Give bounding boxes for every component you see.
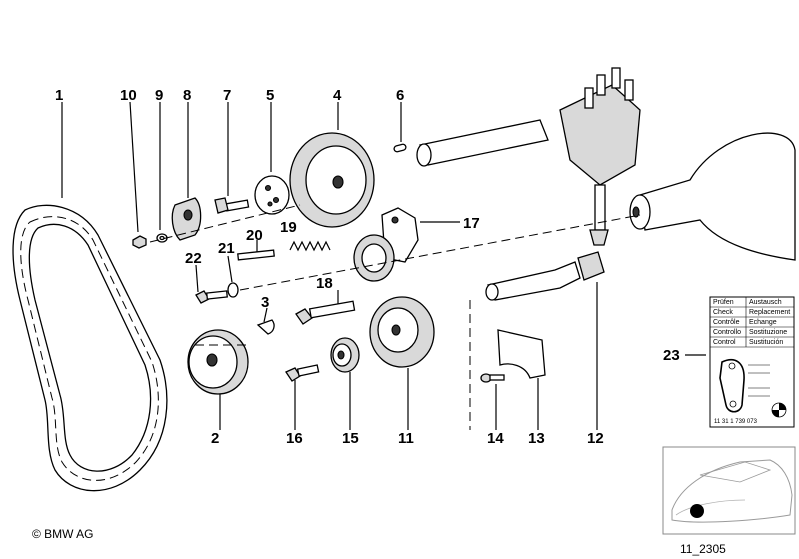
tensioner-pulley[interactable] [369, 296, 435, 368]
card-row-4-right: Sostituzione [749, 329, 787, 336]
card-row-2-right: Replacement [749, 309, 790, 316]
vehicle-thumbnail[interactable] [662, 446, 796, 535]
label-15: 15 [342, 430, 359, 447]
card-part-code: 11 31 1 739 073 [714, 419, 758, 425]
guide-pin[interactable] [237, 249, 275, 261]
woodruff-key[interactable] [256, 319, 275, 335]
figure-id: 11_2305 [680, 542, 726, 556]
label-9: 9 [155, 87, 163, 104]
label-23: 23 [663, 347, 680, 364]
leader-lines [61, 101, 706, 430]
distributor [559, 67, 641, 246]
label-19: 19 [280, 219, 297, 236]
copyright-text: © BMW AG [32, 527, 94, 541]
label-16: 16 [286, 430, 303, 447]
label-7: 7 [223, 87, 231, 104]
card-row-1-right: Austausch [749, 299, 782, 306]
location-marker-icon [690, 504, 704, 518]
part-labels: 1 2 3 4 5 6 7 8 9 10 11 12 13 14 15 16 1… [55, 87, 680, 447]
dowel-pin-upper[interactable] [393, 143, 407, 153]
label-11: 11 [398, 430, 414, 447]
tensioner-spring[interactable] [289, 240, 331, 252]
label-1: 1 [55, 87, 63, 104]
card-row-3-left: Contrôle [713, 319, 740, 326]
washer-9[interactable] [156, 233, 168, 243]
label-21: 21 [218, 240, 235, 257]
hex-bolt-18[interactable] [295, 300, 356, 325]
tensioner-bracket[interactable] [353, 207, 419, 282]
card-row-3-right: Echange [749, 319, 777, 326]
label-12: 12 [587, 430, 604, 447]
label-2: 2 [211, 430, 219, 447]
timing-belt[interactable] [12, 204, 168, 492]
hex-bolt-16[interactable] [285, 364, 320, 382]
camshaft-sprocket[interactable] [289, 132, 375, 228]
cover-plate[interactable] [497, 329, 546, 379]
label-14: 14 [487, 430, 504, 447]
label-6: 6 [396, 87, 404, 104]
spacer-washer[interactable] [330, 337, 360, 373]
label-8: 8 [183, 87, 191, 104]
label-10: 10 [120, 87, 137, 104]
label-20: 20 [246, 227, 263, 244]
service-label-card[interactable]: Prüfen Austausch Check Replacement Contr… [709, 296, 795, 428]
label-18: 18 [316, 275, 333, 292]
card-row-5-left: Control [713, 339, 736, 346]
label-4: 4 [333, 87, 342, 104]
card-row-5-right: Sustitución [749, 339, 783, 346]
card-row-1-left: Prüfen [713, 299, 734, 306]
crankshaft-sprocket[interactable] [187, 329, 249, 395]
hex-bolt-7[interactable] [214, 197, 250, 214]
camshaft [416, 119, 549, 167]
distributor-rotor-hub[interactable] [171, 197, 202, 241]
hex-bolt-22[interactable] [195, 290, 228, 304]
intermediate-shaft[interactable] [485, 251, 605, 301]
label-3: 3 [261, 294, 269, 311]
washer-21[interactable] [227, 282, 239, 298]
label-17: 17 [463, 215, 480, 232]
nut-10[interactable] [132, 235, 147, 249]
screw-14[interactable] [480, 373, 505, 383]
card-row-4-left: Controllo [713, 329, 741, 336]
crankshaft [629, 132, 796, 261]
camshaft-flange[interactable] [254, 175, 290, 215]
label-22: 22 [185, 250, 202, 267]
label-5: 5 [266, 87, 274, 104]
card-row-2-left: Check [713, 309, 733, 316]
label-13: 13 [528, 430, 545, 447]
